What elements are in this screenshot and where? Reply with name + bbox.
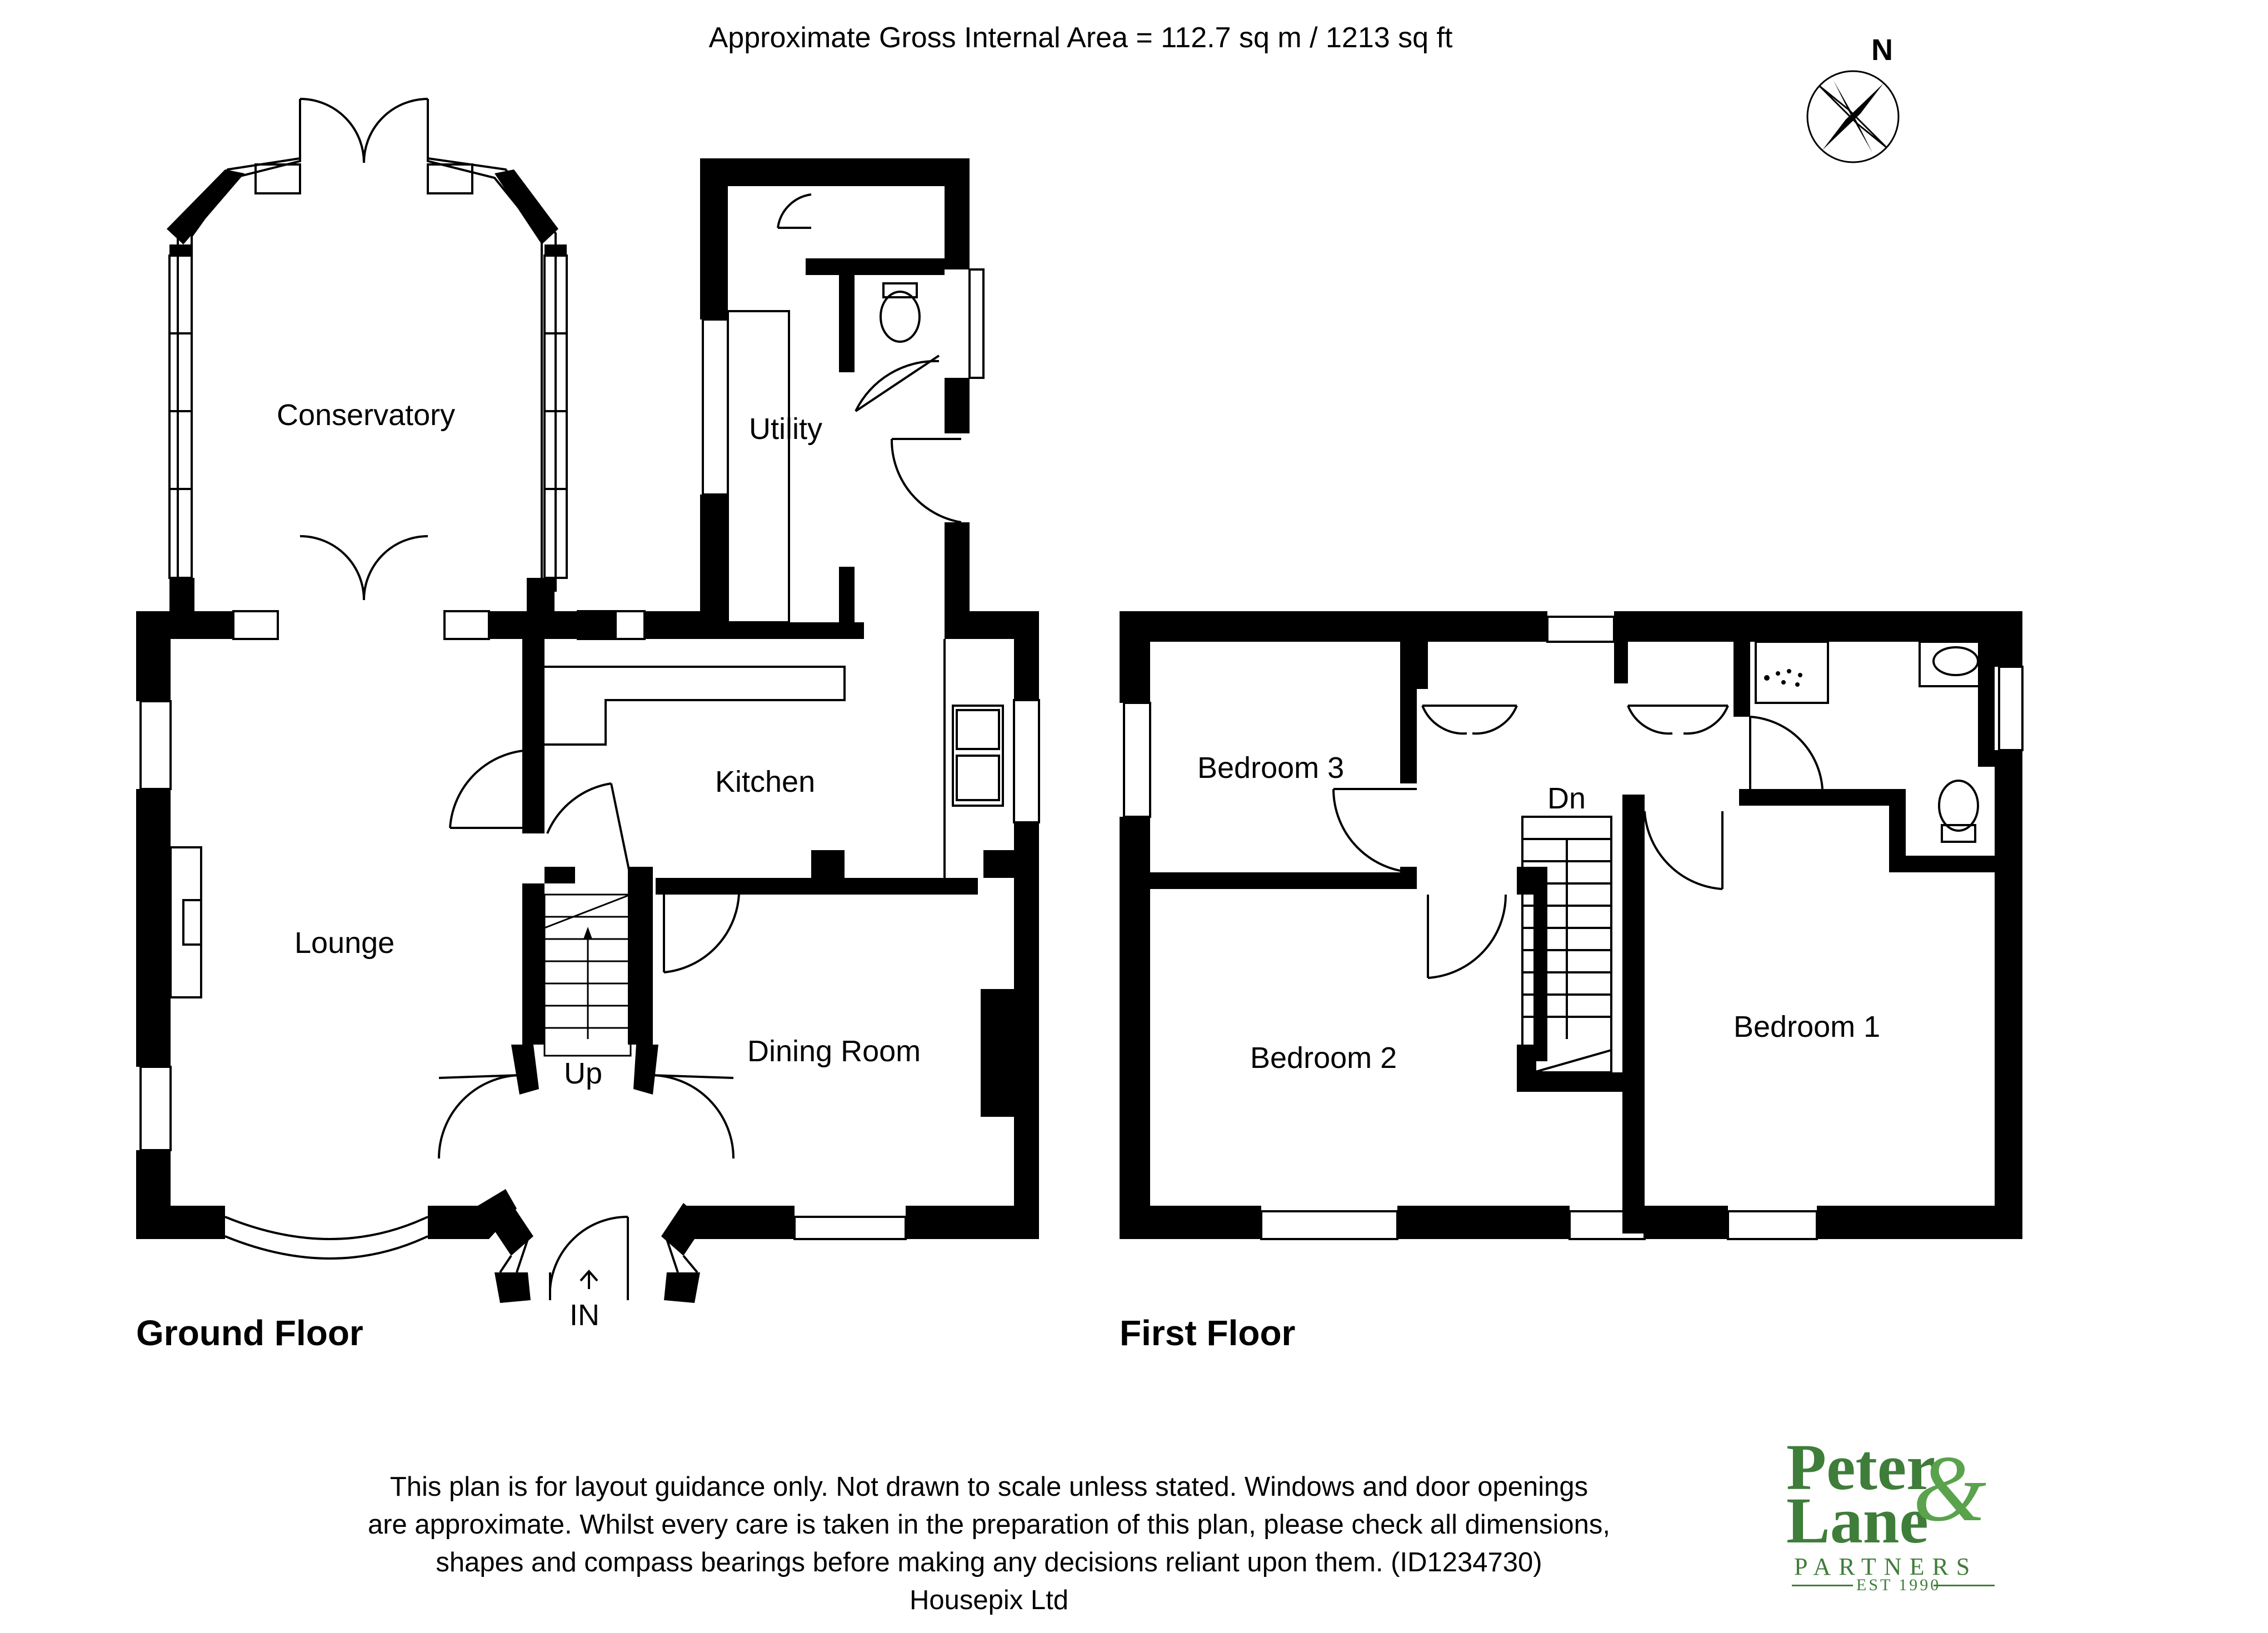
compass-north-label: N bbox=[1871, 33, 1893, 67]
room-label-bedroom2: Bedroom 2 bbox=[1250, 1041, 1397, 1075]
room-label-lounge: Lounge bbox=[294, 926, 394, 960]
logo-rule-left bbox=[1792, 1585, 1853, 1586]
logo-ampersand: & bbox=[1913, 1436, 1987, 1541]
first-floor-title: First Floor bbox=[1120, 1313, 1296, 1353]
logo-est: EST 1990 bbox=[1856, 1576, 1941, 1594]
disclaimer-text: This plan is for layout guidance only. N… bbox=[333, 1468, 1645, 1619]
entrance-label: IN bbox=[570, 1299, 600, 1332]
logo-partners: PARTNERS bbox=[1794, 1553, 1978, 1580]
logo-line2: Lane bbox=[1786, 1484, 1929, 1557]
first-floor-plan bbox=[1120, 611, 2024, 1240]
ground-floor-title: Ground Floor bbox=[136, 1313, 363, 1353]
disclaimer-line: This plan is for layout guidance only. N… bbox=[389, 1472, 1588, 1502]
disclaimer-line: Housepix Ltd bbox=[909, 1585, 1068, 1615]
room-label-dining-room: Dining Room bbox=[747, 1035, 921, 1068]
stairs-up-label: Up bbox=[564, 1057, 602, 1090]
peter-lane-partners-logo: Peter Lane & PARTNERS EST 1990 bbox=[1786, 1435, 1997, 1596]
room-label-kitchen: Kitchen bbox=[715, 765, 815, 798]
compass-rose-icon bbox=[1806, 70, 1900, 163]
disclaimer-line: are approximate. Whilst every care is ta… bbox=[367, 1510, 1611, 1540]
gross-internal-area: Approximate Gross Internal Area = 112.7 … bbox=[708, 22, 1453, 54]
ground-floor-plan bbox=[136, 98, 1040, 1303]
logo-rule-right bbox=[1934, 1585, 1995, 1586]
room-label-utility: Utility bbox=[749, 412, 822, 446]
room-label-conservatory: Conservatory bbox=[277, 398, 455, 432]
room-label-bedroom1: Bedroom 1 bbox=[1734, 1010, 1880, 1043]
disclaimer-line: shapes and compass bearings before makin… bbox=[436, 1547, 1542, 1577]
logo-line1: Peter bbox=[1786, 1431, 1936, 1504]
stairs-down-label: Dn bbox=[1547, 782, 1586, 815]
room-label-bedroom3: Bedroom 3 bbox=[1197, 751, 1344, 785]
